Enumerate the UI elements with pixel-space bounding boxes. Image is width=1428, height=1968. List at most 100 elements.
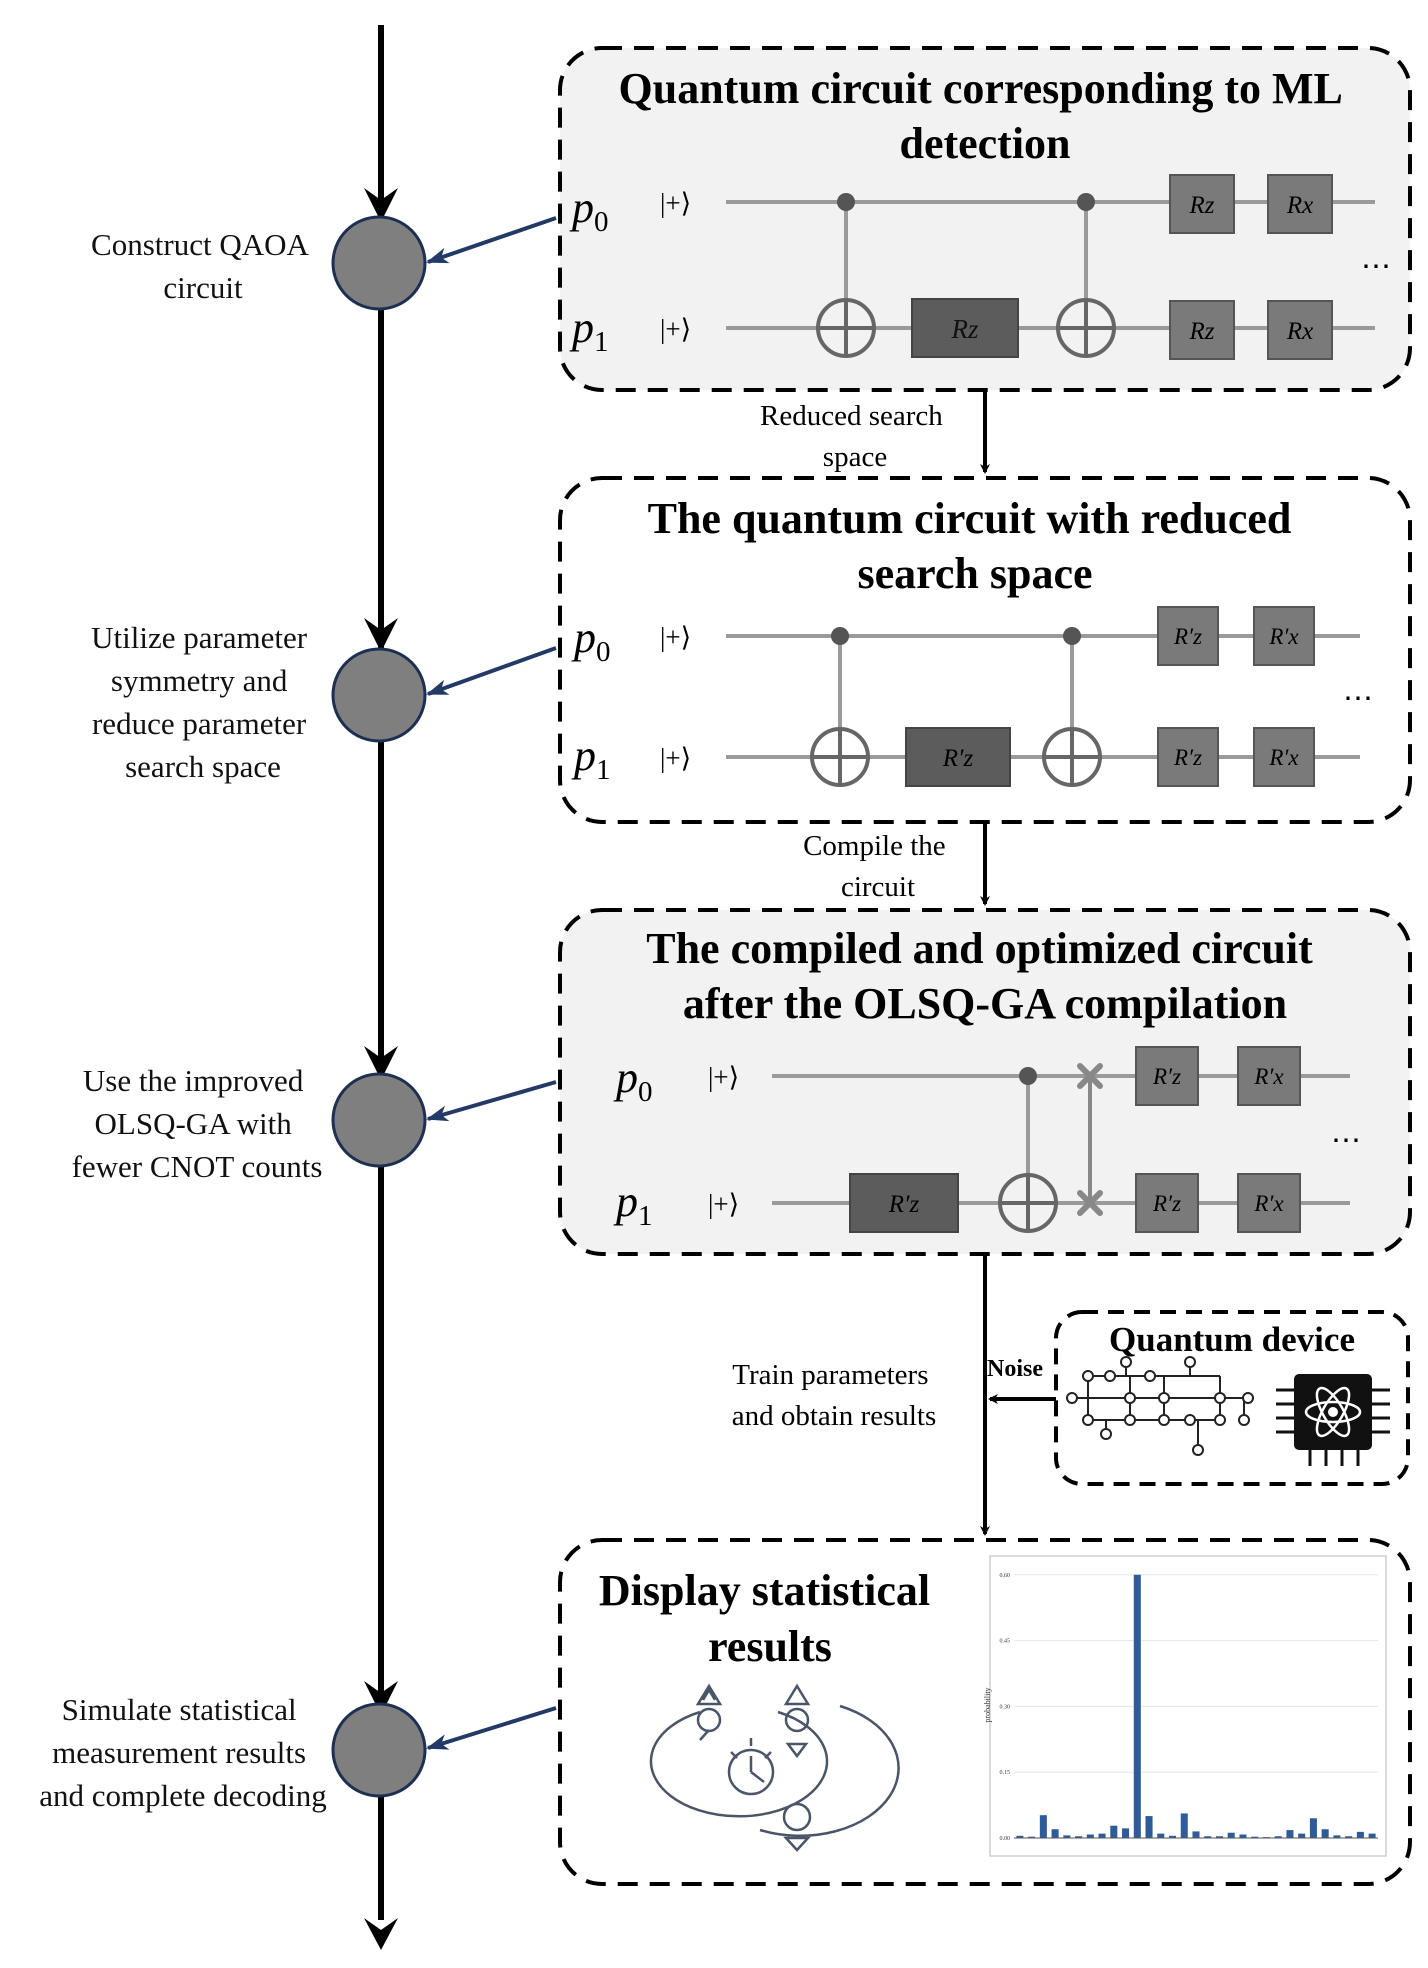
connector-label-1: Reduced search space bbox=[760, 400, 950, 473]
qubit-label-p1: p1 bbox=[571, 731, 611, 786]
cnot-gate bbox=[816, 193, 876, 358]
chart-bar bbox=[1215, 1836, 1224, 1838]
rx-gate bbox=[1267, 300, 1333, 360]
chart-bar bbox=[1145, 1816, 1153, 1838]
gate-label: R′x bbox=[1268, 745, 1299, 770]
gate-label: R′x bbox=[1253, 1191, 1284, 1216]
chart-bar bbox=[1345, 1836, 1353, 1838]
circuit-box-2: The quantum circuit with reduced search … bbox=[558, 476, 1412, 824]
chart-bar bbox=[1239, 1834, 1247, 1838]
qubit-label-p0: p0 bbox=[569, 183, 609, 238]
rz-prime-gate bbox=[905, 727, 1011, 787]
chart-bar bbox=[1227, 1832, 1235, 1838]
gate-label: R′z bbox=[942, 745, 974, 772]
gate-label: R′z bbox=[1152, 1064, 1181, 1089]
rx-gate bbox=[1267, 174, 1333, 234]
rz-prime-gate bbox=[1157, 606, 1219, 666]
chart-bar bbox=[1356, 1831, 1364, 1838]
chart-bar bbox=[1110, 1825, 1118, 1838]
chart-bar bbox=[1321, 1829, 1329, 1838]
gate-label: Rx bbox=[1286, 318, 1313, 345]
chart-bar bbox=[1122, 1828, 1130, 1838]
chart-bar bbox=[1368, 1833, 1376, 1838]
rz-gate bbox=[1169, 174, 1235, 234]
gate-label: Rz bbox=[1189, 192, 1215, 219]
gate-label: R′x bbox=[1253, 1064, 1284, 1089]
ellipsis: ⋯ bbox=[1343, 682, 1373, 715]
chart-bar bbox=[1251, 1836, 1259, 1838]
chart-bar bbox=[1086, 1834, 1094, 1838]
step-label-2: Utilize parameter symmetry and reduce pa… bbox=[91, 620, 315, 784]
rz-prime-gate bbox=[1135, 1046, 1199, 1106]
chart-bar bbox=[1157, 1833, 1165, 1838]
gate-label: Rz bbox=[1189, 318, 1215, 345]
ket-plus: |+⟩ bbox=[660, 188, 691, 218]
cnot-gate bbox=[810, 627, 870, 787]
circuit-box-3: The compiled and optimized circuit after… bbox=[558, 908, 1412, 1256]
link-arrow-4 bbox=[426, 1706, 557, 1750]
gate-label: Rx bbox=[1286, 192, 1313, 219]
ket-plus: |+⟩ bbox=[660, 622, 691, 652]
atom-chip-icon bbox=[1276, 1374, 1390, 1466]
noise-label: Noise bbox=[987, 1356, 1043, 1382]
chart-bar bbox=[1333, 1835, 1341, 1838]
probability-bar-chart: 0.000.150.300.450.60 probability bbox=[983, 1555, 1387, 1857]
rx-prime-gate bbox=[1237, 1046, 1301, 1106]
link-arrow-2 bbox=[426, 646, 557, 696]
chart-bar bbox=[1039, 1815, 1047, 1838]
chart-ytick-label: 0.45 bbox=[1000, 1639, 1011, 1645]
step-node-3 bbox=[331, 1072, 427, 1168]
rz-prime-gate bbox=[1157, 727, 1219, 787]
cnot-gate bbox=[1056, 193, 1116, 358]
cnot-gate bbox=[998, 1067, 1058, 1233]
step-node-2 bbox=[331, 647, 427, 743]
ket-plus: |+⟩ bbox=[708, 1189, 739, 1219]
ket-plus: |+⟩ bbox=[660, 314, 691, 344]
chart-ytick-label: 0.00 bbox=[1000, 1836, 1011, 1842]
rx-prime-gate bbox=[1253, 727, 1315, 787]
chart-ylabel: probability bbox=[983, 1687, 992, 1722]
gate-label: R′z bbox=[1173, 745, 1202, 770]
rz-gate bbox=[911, 298, 1019, 358]
chart-bar bbox=[1063, 1835, 1071, 1838]
gate-label: Rz bbox=[951, 314, 979, 344]
connector-label-3: Train parameters and obtain results bbox=[732, 1359, 937, 1432]
link-arrow-1 bbox=[426, 216, 557, 264]
chart-ytick-label: 0.15 bbox=[1000, 1770, 1011, 1776]
measurement-cycle-icon bbox=[649, 1683, 900, 1852]
ellipsis: ⋯ bbox=[1361, 250, 1391, 283]
cnot-gate bbox=[1042, 627, 1102, 787]
qubit-label-p0: p0 bbox=[571, 613, 611, 668]
circuit-box-1: Quantum circuit corresponding to ML dete… bbox=[558, 46, 1412, 392]
qubit-label-p1: p1 bbox=[613, 1177, 653, 1232]
rx-prime-gate bbox=[1237, 1173, 1301, 1233]
step-node-4 bbox=[331, 1702, 427, 1798]
step-label-4: Simulate statistical measurement results… bbox=[39, 1692, 327, 1813]
chart-bar bbox=[1098, 1833, 1106, 1838]
link-arrow-3 bbox=[426, 1080, 557, 1122]
chart-bar bbox=[1028, 1836, 1036, 1838]
results-box: Display statistical results 0.00 0.15 0.30… bbox=[558, 1538, 1412, 1886]
connector-label-2: Compile the circuit bbox=[803, 830, 953, 903]
gate-label: R′z bbox=[1173, 624, 1202, 649]
gate-label: R′z bbox=[888, 1191, 920, 1218]
chart-bar bbox=[1298, 1833, 1306, 1838]
step-label-1: Construct QAOA circuit bbox=[91, 227, 315, 305]
rz-gate bbox=[1169, 300, 1235, 360]
quantum-device-box: Quantum device bbox=[1054, 1310, 1410, 1486]
chart-bar bbox=[1168, 1835, 1177, 1838]
circuit-box-2-title: The quantum circuit with reduced search … bbox=[648, 494, 1303, 598]
ellipsis: ⋯ bbox=[1331, 1124, 1361, 1157]
step-node-1 bbox=[331, 215, 427, 311]
chart-bar bbox=[1016, 1835, 1024, 1838]
ket-plus: |+⟩ bbox=[708, 1062, 739, 1092]
results-title: Display statistical results bbox=[599, 1566, 941, 1671]
rx-prime-gate bbox=[1253, 606, 1315, 666]
quantum-device-title: Quantum device bbox=[1109, 1320, 1355, 1359]
chart-ytick-label: 0.30 bbox=[1000, 1704, 1011, 1710]
chart-bar bbox=[1286, 1830, 1294, 1838]
rz-prime-gate bbox=[849, 1173, 959, 1233]
chart-bar bbox=[1204, 1836, 1212, 1838]
chart-bar bbox=[1274, 1836, 1282, 1838]
